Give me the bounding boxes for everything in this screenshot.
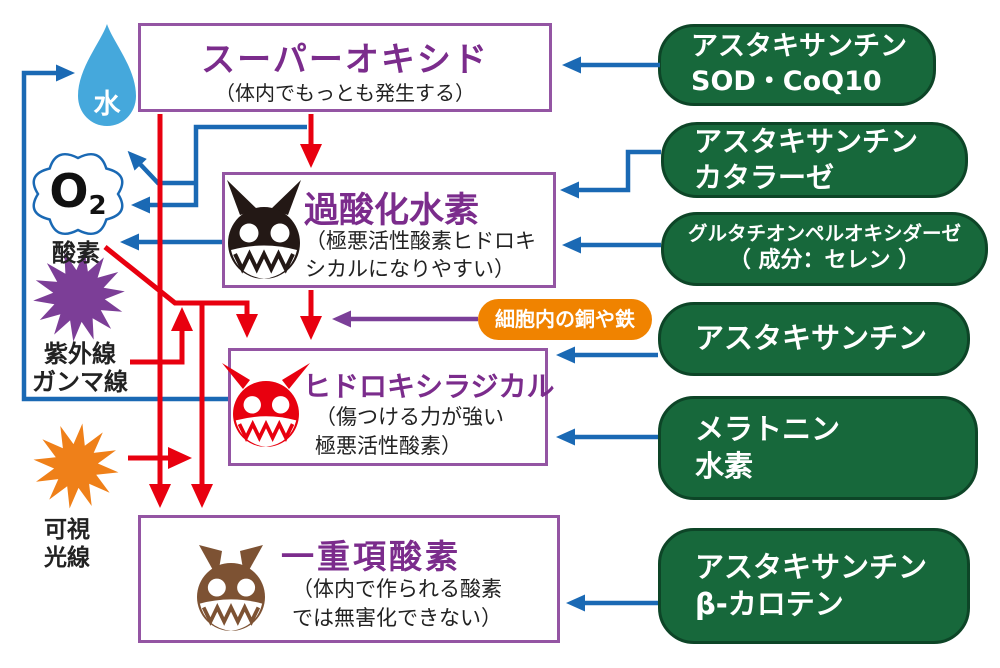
singlet-demon-icon	[197, 545, 265, 631]
pill-line: β-カロテン	[695, 587, 844, 621]
visible-label-line1: 可視	[44, 517, 90, 543]
pill-line: カタラーゼ	[694, 161, 835, 194]
water-drop-icon	[78, 24, 136, 126]
pill-line: SOD・CoQ10	[691, 66, 882, 97]
uv-label-line2: ガンマ線	[32, 368, 128, 396]
peroxide-note-1: （極悪活性酸素ヒドロキ	[305, 229, 536, 253]
pill-line: アスタキサンチン	[695, 549, 928, 584]
antioxidant-pill-catalase: アスタキサンチン カタラーゼ	[661, 122, 968, 198]
antioxidant-pill-melatonin-hydrogen: メラトニン 水素	[658, 396, 978, 500]
oxygen-to-hydroxyl-arrow	[103, 245, 258, 338]
visible-label-line2: 光線	[44, 545, 90, 571]
visible-light-starburst-icon	[33, 423, 119, 509]
uv-label-line1: 紫外線	[44, 340, 116, 368]
pill-line: メラトニン	[695, 411, 841, 446]
superoxide-box	[138, 23, 552, 112]
pill-line: アスタキサンチン	[691, 31, 907, 63]
uv-gamma-input-arrow	[130, 307, 193, 365]
o2-symbol: O2	[38, 164, 118, 221]
oxygen-label: 酸素	[52, 239, 100, 267]
peroxide-title: 過酸化水素	[304, 191, 480, 231]
oxygen-star-icon	[32, 152, 124, 236]
antioxidant-pill-sod-coq10: アスタキサンチン SOD・CoQ10	[658, 24, 936, 106]
antioxidant-pill-beta-carotene: アスタキサンチン β-カロテン	[658, 528, 970, 644]
hydroxyl-demon-icon	[222, 363, 310, 447]
catalase-to-peroxide-arrow	[560, 149, 661, 199]
uv-gamma-starburst-icon	[33, 250, 125, 342]
hydroxyl-to-water-arrow	[21, 64, 228, 402]
peroxide-demon-icon	[227, 180, 301, 279]
superoxide-title: スーパーオキシド	[201, 40, 489, 80]
pill-line: アスタキサンチン	[695, 321, 928, 356]
pill-line: アスタキサンチン	[694, 125, 919, 159]
hydroxyl-note-2: 極悪活性酸素）	[315, 434, 462, 458]
singlet-title: 一重項酸素	[281, 537, 461, 576]
pill-line: グルタチオンペルオキシダーゼ	[687, 222, 961, 246]
superoxide-note: （体内でもっとも発生する）	[215, 81, 475, 105]
pill-line: （ 成分：セレン ）	[728, 248, 921, 274]
hydroxyl-title: ヒドロキシラジカル	[303, 370, 555, 403]
pill-line: 水素	[695, 449, 754, 483]
peroxide-note-2: シカルになりやすい）	[305, 257, 515, 281]
singlet-note-1: （体内で作られる酸素	[292, 577, 502, 601]
o2-subscript: 2	[88, 191, 107, 221]
water-label: 水	[93, 89, 121, 120]
o2-main: O	[49, 164, 89, 218]
antioxidant-pill-astaxanthin: アスタキサンチン	[658, 302, 970, 376]
superoxide-to-oxygen-arrow	[131, 124, 307, 214]
antioxidant-pill-glutathione: グルタチオンペルオキシダーゼ （ 成分：セレン ）	[661, 212, 988, 286]
catalyst-pill: 細胞内の銅や鉄	[478, 299, 652, 340]
singlet-note-2: では無害化できない）	[292, 606, 502, 630]
hydroxyl-note-1: （傷つける力が強い	[315, 405, 504, 429]
